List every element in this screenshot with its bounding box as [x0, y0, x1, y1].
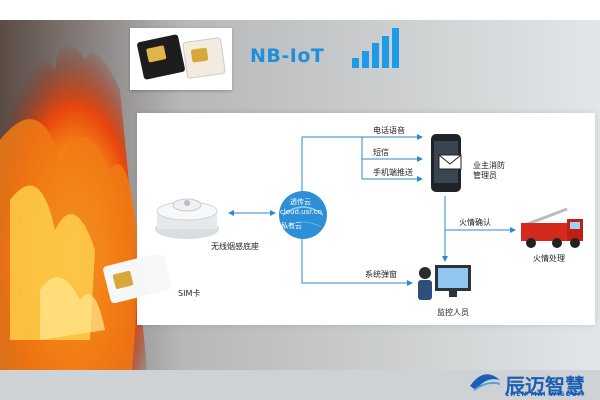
fire-truck-icon [521, 207, 583, 248]
fire-confirm-label: 火情确认 [459, 218, 491, 227]
nb-iot-title: NB-IoT [250, 45, 325, 67]
cloud-tag: 私有云 [281, 222, 302, 230]
channel-alarm-popup: 系统弹窗 [365, 270, 397, 279]
company-name-en: CHEN MAI WISDOM [505, 391, 585, 398]
sim-card-icon [103, 255, 171, 303]
cloud-title: 透传云 [290, 198, 311, 206]
phone-recipient-label: 业主消防 管理员 [473, 161, 505, 180]
signal-strength-icon [352, 28, 399, 68]
channel-app-push: 手机端推送 [373, 168, 413, 177]
monitor-label: 监控人员 [437, 308, 469, 317]
channel-sms: 短信 [373, 148, 389, 157]
fire-handling-label: 火情处理 [533, 254, 565, 263]
company-name: 辰迈智慧 [505, 374, 585, 398]
smartphone-icon [431, 134, 462, 192]
sim-card-image [130, 28, 232, 90]
flow-diagram-panel: 无线烟感底座 透传云 cloud.usr.cn 私有云 电话语音 短信 手机端推… [137, 113, 595, 325]
detector-label: 无线烟感底座 [211, 242, 259, 251]
monitoring-staff-icon [418, 265, 471, 300]
smoke-detector-icon [155, 198, 219, 239]
cloud-globe-icon [279, 191, 327, 239]
channel-voice: 电话语音 [373, 126, 405, 135]
sim-card-label: SIM卡 [178, 289, 201, 298]
flow-connectors [228, 134, 516, 286]
cloud-url: cloud.usr.cn [280, 208, 323, 216]
company-logo-icon [470, 374, 501, 391]
